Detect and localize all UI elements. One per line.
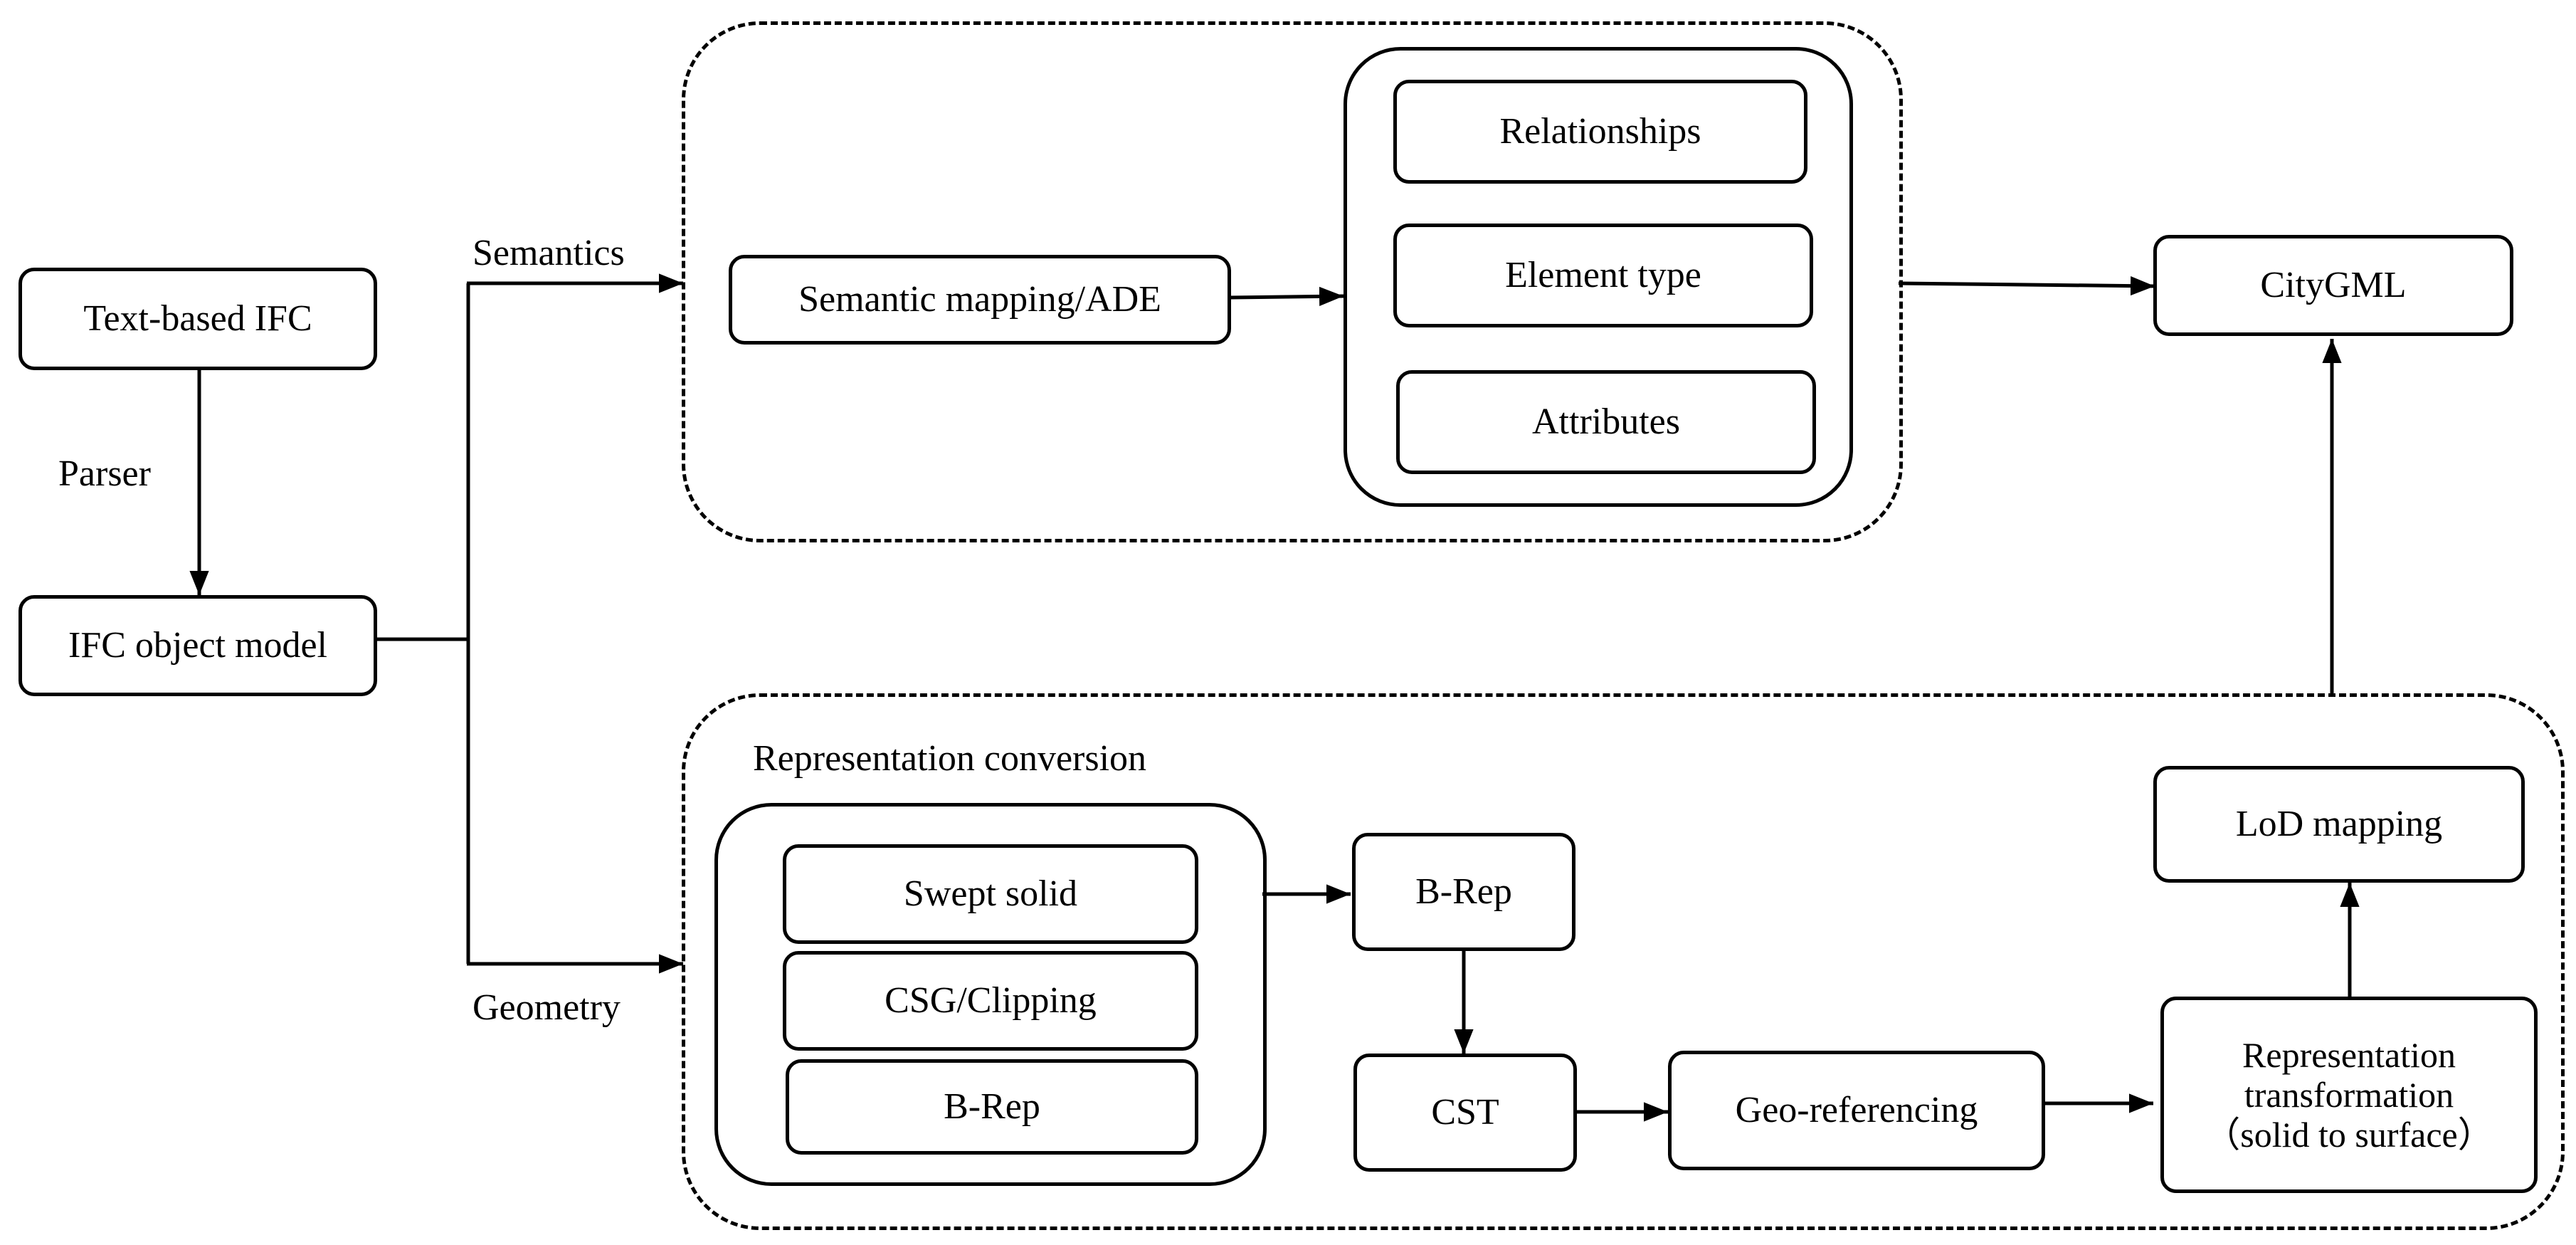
representation-transformation-box[interactable]: Representation transformation （solid to … [2160, 997, 2538, 1193]
cst-box[interactable]: CST [1353, 1054, 1577, 1172]
citygml-box[interactable]: CityGML [2153, 235, 2513, 336]
lod-mapping-box[interactable]: LoD mapping [2153, 766, 2525, 883]
swept-solid-box[interactable]: Swept solid [783, 844, 1198, 944]
relationships-box[interactable]: Relationships [1393, 80, 1807, 184]
parser-label: Parser [58, 453, 151, 494]
text-based-ifc-box[interactable]: Text-based IFC [19, 268, 377, 370]
brep-box[interactable]: B-Rep [1352, 833, 1575, 951]
arrow-semantics-to-citygml [1898, 276, 2155, 296]
semantics-region [682, 21, 1903, 542]
representation-conversion-label: Representation conversion [753, 738, 1147, 779]
ifc-object-model-box[interactable]: IFC object model [19, 595, 377, 696]
arrow-mapping-to-semantics [1229, 286, 1344, 307]
semantic-items-container [1344, 47, 1853, 507]
csg-clipping-box[interactable]: CSG/Clipping [783, 951, 1198, 1051]
element-type-box[interactable]: Element type [1393, 224, 1813, 327]
semantic-mapping-ade-box[interactable]: Semantic mapping/ADE [729, 255, 1231, 345]
geo-referencing-box[interactable]: Geo-referencing [1668, 1051, 2045, 1170]
representation-conversion-container [714, 803, 1267, 1186]
attributes-box[interactable]: Attributes [1396, 370, 1816, 474]
brep-inner-box[interactable]: B-Rep [786, 1059, 1198, 1155]
geometry-region [682, 693, 2565, 1230]
semantics-label: Semantics [473, 233, 625, 273]
geometry-label: Geometry [473, 987, 621, 1028]
